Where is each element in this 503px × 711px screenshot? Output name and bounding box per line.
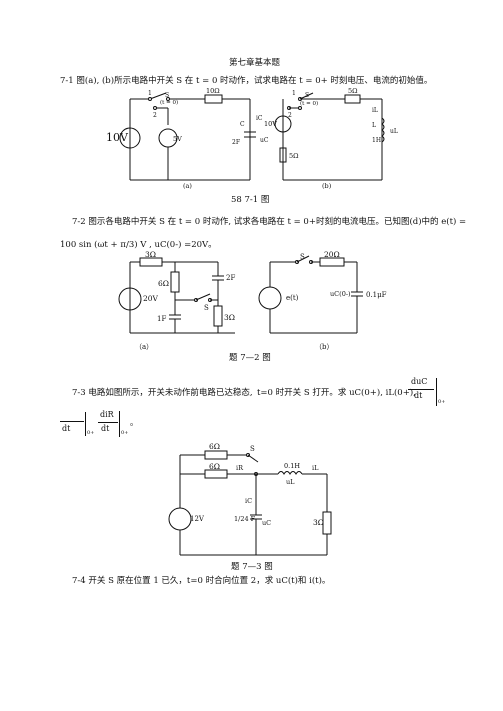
problem-7-3-text-1: 7-3 电路如图所示，开关未动作前电路已达稳态,: [72, 388, 253, 398]
svg-text:1/24 F: 1/24 F: [234, 515, 256, 523]
svg-text:2: 2: [153, 112, 157, 119]
svg-text:(t = 0): (t = 0): [300, 100, 318, 107]
svg-text:0.1H: 0.1H: [284, 462, 300, 470]
page-title: 第七章基本题: [229, 58, 281, 68]
svg-text:S: S: [305, 92, 309, 99]
fraction-1-eval-bar: [436, 378, 437, 406]
fraction-1-numerator: duC: [411, 377, 428, 386]
svg-text:0.1μF: 0.1μF: [366, 291, 387, 299]
svg-text:6Ω: 6Ω: [158, 279, 169, 288]
svg-text:uC(0-): uC(0-): [330, 290, 351, 298]
fraction-2-left-eval: [85, 412, 86, 436]
svg-text:S: S: [165, 92, 169, 99]
svg-text:3Ω: 3Ω: [313, 518, 324, 527]
svg-text:uL: uL: [286, 478, 295, 486]
svg-text:e(t): e(t): [286, 294, 299, 302]
fraction-2-left-den: dt: [62, 424, 71, 433]
svg-text:5V: 5V: [173, 135, 182, 143]
fraction-1-sub: 0+: [438, 399, 446, 405]
problem-7-3-text-1b: t=0 时开关 S 打开。求 uC(0+), iL(0+),: [257, 388, 416, 398]
svg-text:1: 1: [292, 90, 296, 97]
fig-7-1-caption: 58 7-1 图: [231, 195, 270, 205]
svg-text:1H: 1H: [372, 137, 381, 144]
svg-text:2F: 2F: [226, 274, 235, 282]
svg-text:iC: iC: [245, 497, 252, 505]
svg-text:S: S: [300, 253, 305, 261]
fraction-1-denominator: dt: [414, 391, 423, 400]
svg-text:1: 1: [148, 90, 152, 97]
fig1a-src1-label: 10V: [106, 131, 129, 144]
svg-text:6Ω: 6Ω: [209, 442, 220, 451]
svg-text:3Ω: 3Ω: [145, 250, 156, 259]
problem-7-1-text: 7-1 图(a), (b)所示电路中开关 S 在 t = 0 时动作，试求电路在…: [60, 76, 433, 86]
svg-text:20Ω: 20Ω: [324, 250, 340, 259]
svg-text:5Ω: 5Ω: [289, 152, 299, 160]
svg-text:iL: iL: [372, 107, 378, 114]
fig-7-2-caption: 题 7—2 图: [229, 353, 271, 363]
svg-text:L: L: [372, 122, 376, 129]
svg-text:12V: 12V: [190, 515, 205, 523]
problem-7-4-text: 7-4 开关 S 原在位置 1 已久，t=0 时合向位置 2，求 uC(t)和 …: [72, 576, 331, 586]
svg-text:(a): (a): [183, 182, 192, 190]
svg-text:10Ω: 10Ω: [206, 87, 220, 95]
svg-text:（a）: （a）: [135, 343, 153, 351]
svg-text:6Ω: 6Ω: [209, 462, 220, 471]
svg-text:S: S: [204, 304, 209, 312]
fraction-2-bar: [98, 422, 118, 423]
svg-text:20V: 20V: [143, 294, 159, 303]
fraction-2-left-bar: [60, 421, 84, 422]
fraction-1-bar: [408, 389, 434, 390]
svg-text:iL: iL: [312, 464, 319, 472]
svg-text:3Ω: 3Ω: [224, 313, 235, 322]
svg-text:C: C: [240, 121, 245, 128]
svg-text:(t = 0): (t = 0): [160, 99, 178, 106]
fraction-2-numerator: diR: [100, 410, 114, 419]
svg-text:iC: iC: [256, 115, 263, 122]
svg-text:S: S: [250, 445, 255, 453]
problem-7-2-text-2: 100 sin (ωt + π/3) V , uC(0-) =20V。: [60, 240, 217, 250]
svg-text:2F: 2F: [232, 139, 240, 146]
svg-text:1F: 1F: [157, 315, 166, 323]
fraction-2-left-sub: 0+: [87, 430, 95, 436]
svg-text:5Ω: 5Ω: [348, 87, 358, 95]
problem-7-2-text-1: 7-2 图示各电路中开关 S 在 t = 0 时动作, 试求各电路在 t = 0…: [72, 217, 467, 227]
svg-text:10V: 10V: [264, 120, 277, 128]
svg-text:iR: iR: [236, 464, 244, 472]
svg-text:uL: uL: [390, 128, 398, 135]
fig-7-3-caption: 题 7—3 图: [231, 562, 273, 572]
fraction-2-denominator: dt: [101, 424, 110, 433]
fraction-2-eval: [119, 411, 120, 437]
fraction-2-period: 。: [130, 418, 138, 427]
svg-text:uC: uC: [260, 137, 269, 144]
svg-text:（b）: （b）: [315, 343, 333, 351]
svg-text:(b): (b): [322, 182, 332, 190]
fraction-2-sub: 0+: [121, 430, 129, 436]
svg-text:2: 2: [288, 112, 292, 119]
svg-text:uC: uC: [262, 519, 271, 527]
